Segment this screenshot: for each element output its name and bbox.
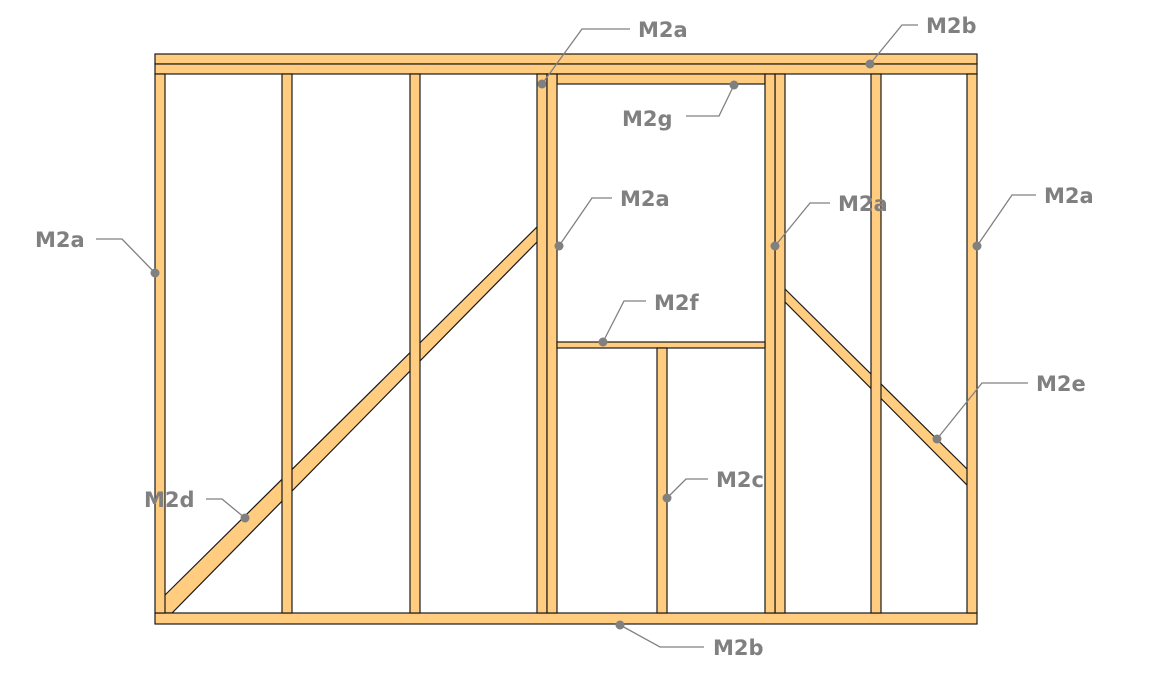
label-top-plate: M2b bbox=[926, 14, 977, 38]
callouts: M2a M2b M2g M2a M2a M2a bbox=[35, 14, 1094, 660]
callout-right-end-stud: M2a bbox=[972, 184, 1094, 251]
callout-left-brace: M2d bbox=[144, 488, 250, 523]
label-right-window-stud: M2a bbox=[838, 192, 888, 216]
callout-top-window-stud: M2a bbox=[537, 18, 688, 89]
stud-right-2 bbox=[870, 73, 882, 614]
left-king-stud bbox=[536, 73, 548, 614]
callout-window-sill: M2f bbox=[598, 291, 700, 347]
wall-frame bbox=[154, 53, 978, 625]
left-trimmer-stud bbox=[546, 73, 558, 614]
callout-left-end-stud: M2a bbox=[35, 228, 160, 278]
left-diagonal-brace bbox=[159, 224, 539, 614]
label-right-brace: M2e bbox=[1036, 372, 1086, 396]
label-left-window-stud: M2a bbox=[620, 187, 670, 211]
label-right-end-stud: M2a bbox=[1044, 184, 1094, 208]
top-plate-lower bbox=[154, 63, 978, 75]
callout-left-window-stud: M2a bbox=[554, 187, 670, 251]
window-sill bbox=[556, 341, 766, 349]
callout-cripple-stud: M2c bbox=[662, 468, 764, 503]
stud-3 bbox=[409, 73, 421, 614]
right-end-stud bbox=[966, 73, 978, 614]
callout-window-header: M2g bbox=[622, 80, 739, 131]
right-trimmer-stud bbox=[764, 73, 776, 614]
label-left-brace: M2d bbox=[144, 488, 195, 512]
label-left-end-stud: M2a bbox=[35, 228, 85, 252]
label-window-sill: M2f bbox=[654, 291, 700, 315]
top-plate-upper bbox=[154, 53, 978, 65]
callout-top-plate: M2b bbox=[865, 14, 977, 69]
callout-right-brace: M2e bbox=[932, 372, 1086, 444]
left-end-stud bbox=[154, 73, 166, 614]
stud-2 bbox=[281, 73, 293, 614]
label-window-header: M2g bbox=[622, 107, 673, 131]
callout-bottom-plate: M2b bbox=[615, 620, 764, 660]
right-king-stud bbox=[774, 73, 786, 614]
cripple-stud bbox=[656, 347, 668, 614]
bottom-plate bbox=[154, 612, 978, 625]
callout-right-window-stud: M2a bbox=[770, 192, 888, 251]
label-top-window-stud: M2a bbox=[638, 18, 688, 42]
label-bottom-plate: M2b bbox=[713, 636, 764, 660]
label-cripple-stud: M2c bbox=[716, 468, 764, 492]
